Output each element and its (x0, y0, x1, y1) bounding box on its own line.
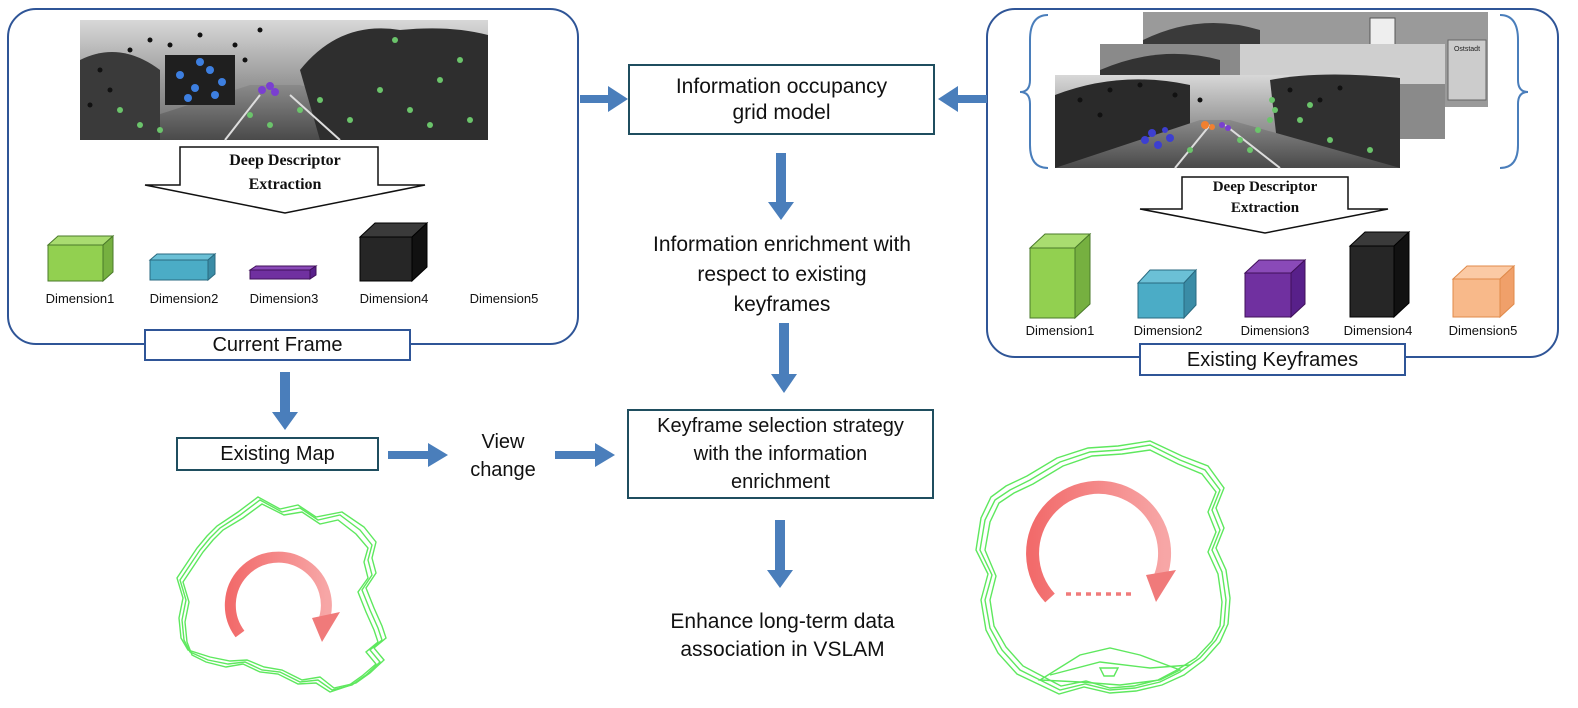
left-trajectory (176, 496, 387, 693)
arrow-selection-to-result (767, 520, 793, 588)
right-dimension4-cube (1348, 230, 1411, 319)
right-descriptor-label: Deep Descriptor Extraction (1212, 179, 1318, 216)
enrichment-text: Information enrichment with respect to e… (653, 233, 911, 316)
left-dimension3-cube (248, 265, 318, 280)
keyframe-image-front (1055, 74, 1400, 169)
flow-arrows (272, 86, 987, 588)
right-dimension2-label: Dimension2 (1133, 323, 1203, 338)
left-dimension5-label: Dimension5 (469, 291, 539, 306)
left-dimension1-label: Dimension1 (45, 291, 115, 306)
left-brace (1019, 14, 1049, 169)
arrow-left-to-occupancy (580, 86, 628, 112)
left-loop-arrow (224, 551, 340, 642)
arrow-view-to-selection (555, 443, 615, 467)
right-dimension1-cube (1028, 232, 1092, 320)
right-dimension1-label: Dimension1 (1025, 323, 1095, 338)
selection-strategy-box: Keyframe selection strategy with the inf… (627, 409, 934, 499)
right-dimension3-label: Dimension3 (1240, 323, 1310, 338)
left-dimension3-label: Dimension3 (249, 291, 319, 306)
left-descriptor-block-arrow (144, 146, 426, 214)
right-brace (1499, 14, 1529, 169)
right-dimension3-cube (1243, 258, 1307, 319)
left-dimension1-cube (46, 234, 115, 283)
left-descriptor-label: Deep Descriptor Extraction (229, 152, 341, 193)
right-dimension2-cube (1136, 268, 1198, 320)
left-dimension4-label: Dimension4 (359, 291, 429, 306)
left-dimension2-cube (148, 252, 217, 282)
right-loop-arrow (1026, 480, 1176, 603)
view-change-label: View change (470, 431, 536, 481)
existing-map-box: Existing Map (176, 437, 379, 471)
right-trajectory (975, 440, 1231, 695)
current-frame-title: Current Frame (144, 329, 411, 361)
result-text: Enhance long-term data association in VS… (670, 610, 895, 661)
right-descriptor-block-arrow (1139, 176, 1389, 234)
arrow-right-to-occupancy (938, 86, 987, 112)
arrow-enrichment-to-selection (771, 323, 797, 393)
left-dimension4-cube (358, 221, 429, 283)
arrow-frame-to-map (272, 372, 298, 430)
right-dimension4-label: Dimension4 (1343, 323, 1413, 338)
arrow-map-to-view (388, 443, 448, 467)
current-frame-image (80, 20, 488, 141)
right-dimension5-label: Dimension5 (1448, 323, 1518, 338)
right-dimension5-cube (1451, 264, 1516, 319)
left-dimension2-label: Dimension2 (149, 291, 219, 306)
arrow-occupancy-to-enrichment (768, 153, 794, 220)
occupancy-grid-box: Information occupancy grid model (628, 64, 935, 135)
existing-keyframes-title: Existing Keyframes (1139, 343, 1406, 376)
sign-text: Oststadt (1454, 46, 1480, 53)
